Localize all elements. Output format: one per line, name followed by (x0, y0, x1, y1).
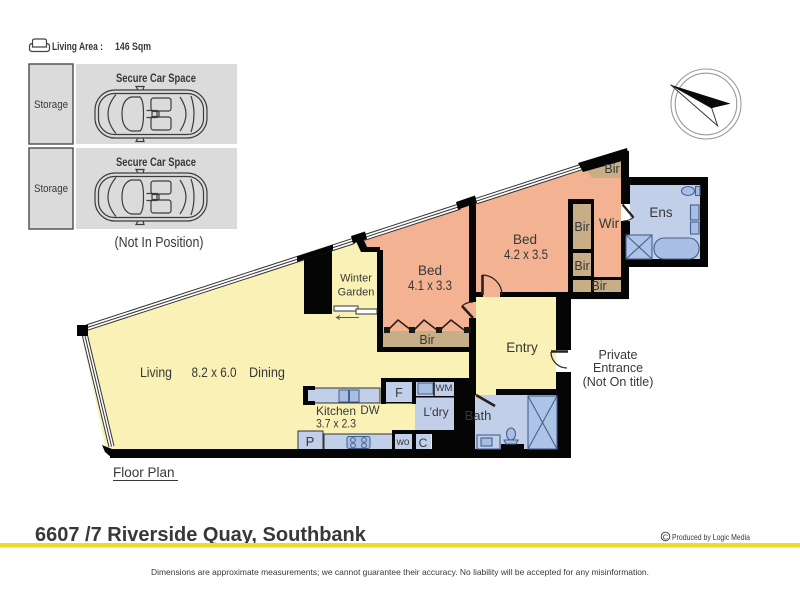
svg-text:3.7 x 2.3: 3.7 x 2.3 (316, 417, 356, 431)
svg-text:146 Sqm: 146 Sqm (115, 41, 151, 53)
svg-text:Dimensions are approximate mea: Dimensions are approximate measurements;… (151, 567, 649, 577)
svg-text:Secure Car Space: Secure Car Space (116, 73, 196, 85)
svg-text:Ens: Ens (649, 205, 673, 220)
svg-text:8.2 x 6.0: 8.2 x 6.0 (192, 364, 237, 380)
svg-text:C: C (419, 436, 428, 450)
svg-text:Entry: Entry (506, 340, 538, 355)
svg-text:Bir: Bir (574, 259, 589, 273)
svg-text:Dining: Dining (249, 364, 285, 380)
svg-text:Living: Living (140, 364, 172, 380)
svg-text:6607 /7 Riverside Quay, Southb: 6607 /7 Riverside Quay, Southbank (35, 524, 367, 546)
svg-text:Bir: Bir (604, 162, 619, 176)
svg-text:Bir: Bir (574, 220, 589, 234)
svg-text:Secure Car Space: Secure Car Space (116, 157, 196, 169)
svg-text:Private: Private (599, 348, 638, 362)
svg-text:Garden: Garden (338, 287, 375, 299)
svg-text:4.1 x 3.3: 4.1 x 3.3 (408, 278, 452, 293)
svg-text:Bir: Bir (591, 279, 606, 293)
svg-text:DW: DW (360, 405, 379, 417)
svg-text:wo: wo (396, 437, 410, 448)
svg-text:Entrance: Entrance (593, 361, 643, 375)
svg-text:Kitchen: Kitchen (316, 404, 356, 418)
svg-text:P: P (306, 434, 315, 449)
svg-text:Bed: Bed (418, 263, 442, 278)
svg-text:F: F (395, 386, 403, 400)
svg-text:L’dry: L’dry (423, 405, 448, 419)
svg-text:Storage: Storage (34, 183, 68, 195)
svg-text:4.2 x 3.5: 4.2 x 3.5 (504, 247, 548, 262)
svg-text:Storage: Storage (34, 99, 68, 111)
svg-text:Winter: Winter (340, 273, 372, 285)
svg-text:Floor Plan: Floor Plan (113, 465, 175, 480)
svg-text:Living Area :: Living Area : (52, 41, 103, 53)
svg-text:WM: WM (436, 383, 453, 394)
svg-text:Bath: Bath (465, 408, 492, 423)
svg-text:Bed: Bed (513, 232, 537, 247)
svg-text:(Not On title): (Not On title) (583, 375, 654, 389)
svg-text:(Not In Position): (Not In Position) (115, 235, 204, 251)
svg-text:Produced by Logic Media: Produced by Logic Media (672, 532, 750, 542)
svg-text:Wir: Wir (599, 216, 620, 231)
svg-text:C: C (663, 533, 669, 542)
svg-text:Bir: Bir (419, 333, 434, 347)
